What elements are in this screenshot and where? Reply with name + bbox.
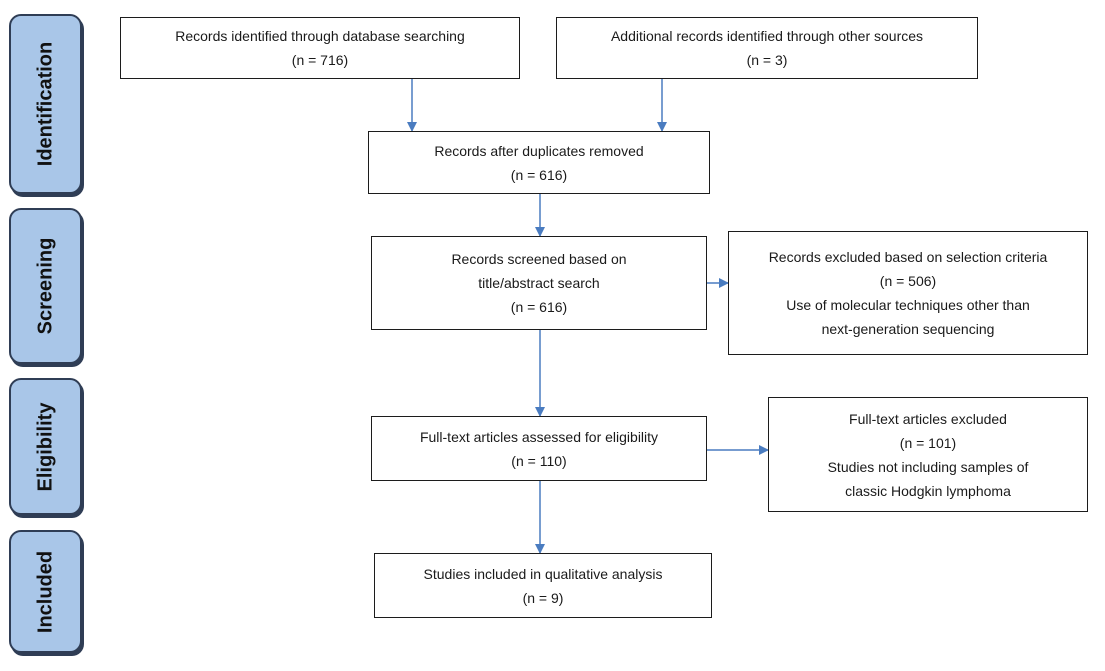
box-database-search-line2: (n = 716) [291, 52, 349, 68]
box-other-sources-line2: (n = 3) [746, 52, 788, 68]
box-full-text-assessed-line1: Full-text articles assessed for eligibil… [419, 428, 659, 445]
box-full-text-assessed: Full-text articles assessed for eligibil… [371, 416, 707, 481]
box-included-qualitative-line1: Studies included in qualitative analysis [423, 565, 663, 582]
box-screened-line1: Records screened based on [451, 251, 627, 267]
box-duplicates-removed: Records after duplicates removed (n = 61… [368, 131, 710, 194]
box-full-text-excluded-line1: Full-text articles excluded [849, 410, 1007, 427]
box-excluded-selection-line2: (n = 506) [879, 273, 937, 289]
phase-included: Included [9, 530, 82, 653]
box-excluded-selection-line3: Use of molecular techniques other than [786, 297, 1030, 313]
box-other-sources-line1: Additional records identified through ot… [610, 28, 924, 44]
box-full-text-excluded-line3: Studies not including samples of [827, 458, 1029, 475]
box-full-text-excluded-line4: classic Hodgkin lymphoma [845, 482, 1011, 499]
box-excluded-selection-line1: Records excluded based on selection crit… [768, 249, 1048, 265]
box-screened-line3: (n = 616) [510, 299, 568, 315]
box-excluded-selection: Records excluded based on selection crit… [728, 231, 1088, 355]
phase-screening: Screening [9, 208, 82, 364]
box-full-text-excluded-line2: (n = 101) [899, 434, 957, 451]
box-included-qualitative: Studies included in qualitative analysis… [374, 553, 712, 618]
phase-eligibility: Eligibility [9, 378, 82, 515]
box-excluded-selection-line4: next-generation sequencing [821, 321, 995, 337]
box-other-sources: Additional records identified through ot… [556, 17, 978, 79]
box-database-search: Records identified through database sear… [120, 17, 520, 79]
box-screened-line2: title/abstract search [478, 275, 600, 291]
box-duplicates-removed-line1: Records after duplicates removed [434, 142, 644, 159]
box-included-qualitative-line2: (n = 9) [522, 589, 564, 606]
box-full-text-excluded: Full-text articles excluded (n = 101) St… [768, 397, 1088, 512]
box-full-text-assessed-line2: (n = 110) [511, 452, 567, 469]
box-duplicates-removed-line2: (n = 616) [510, 166, 568, 183]
box-screened: Records screened based on title/abstract… [371, 236, 707, 330]
box-database-search-line1: Records identified through database sear… [175, 28, 465, 44]
phase-identification: Identification [9, 14, 82, 194]
